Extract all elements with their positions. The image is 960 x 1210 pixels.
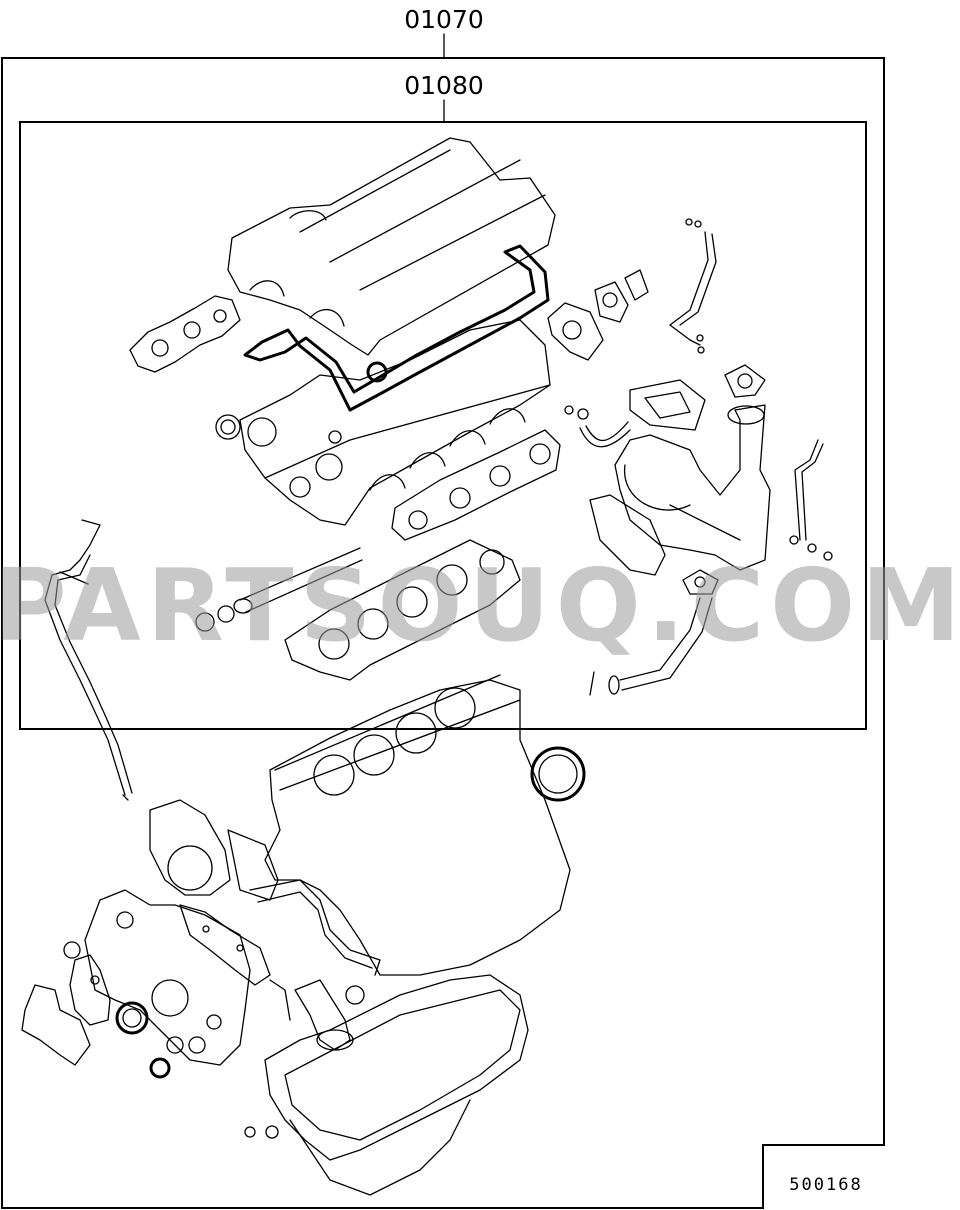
dipstick-tip [122,794,129,801]
cylinder-head-gasket[interactable] [284,539,521,681]
watermark: PARTSOUQ.COM [0,547,960,664]
turbo-flange-gaskets[interactable] [629,364,766,431]
cylinder-head[interactable] [239,319,551,526]
inner-kit-label[interactable]: 01080 [404,71,484,100]
timing-cover[interactable] [84,889,251,1066]
small-o-rings[interactable] [63,941,279,1139]
intake-side-gaskets[interactable] [129,295,241,373]
outer-kit-label[interactable]: 01070 [404,5,484,34]
oil-dipstick[interactable] [44,519,133,796]
water-inlet-pipe[interactable] [249,879,381,1021]
camshaft-seal[interactable] [215,414,241,440]
water-pump-gasket[interactable] [179,904,271,986]
oil-pump[interactable] [149,799,279,901]
front-case-gasket[interactable] [69,954,111,1026]
rear-oil-seal[interactable] [530,746,586,802]
crankshaft-front-seal[interactable] [115,1001,149,1035]
turbocharger[interactable] [589,404,771,576]
cylinder-block[interactable] [264,674,571,976]
spark-plug-seal[interactable] [366,361,388,383]
oil-strainer[interactable] [294,979,365,1051]
outer-kit-frame [1,57,885,1209]
exhaust-pipe[interactable] [589,569,719,696]
oil-pan[interactable] [264,974,529,1196]
water-pipe[interactable] [195,547,363,632]
drawing-number: 500168 [789,1175,862,1195]
thermostat-housing[interactable] [21,984,91,1066]
turbo-gaskets[interactable] [547,269,649,361]
exhaust-manifold-gasket[interactable] [391,429,561,541]
turbo-water-return-pipe[interactable] [789,439,833,561]
valve-cover[interactable] [227,137,556,356]
turbo-oil-feed-pipe[interactable] [669,218,717,354]
turbo-small-seals[interactable] [564,405,631,448]
